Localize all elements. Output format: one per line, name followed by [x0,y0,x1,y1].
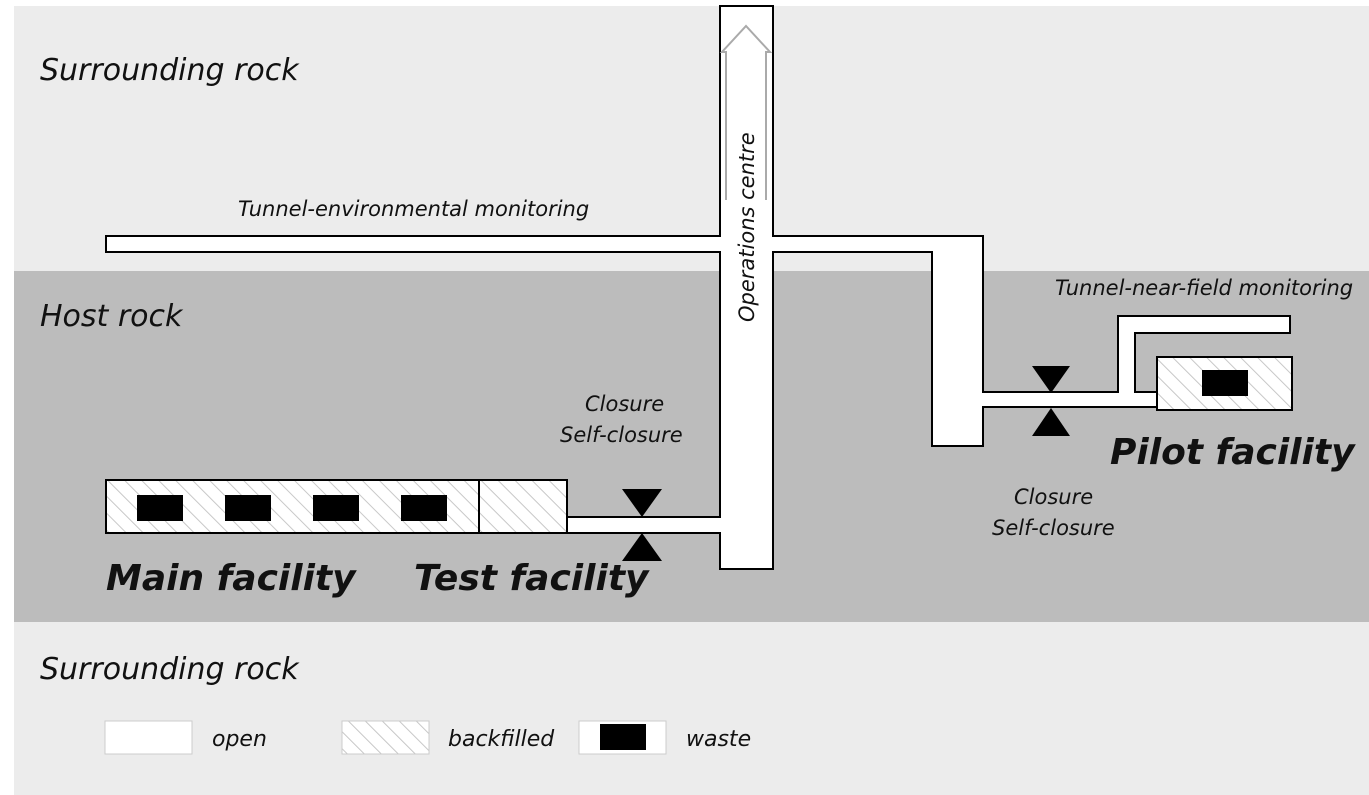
closure-symbol-right [1032,366,1070,436]
closure-right-line1: Closure [1014,485,1093,509]
closure-left-line1: Closure [585,392,664,416]
operations-centre-label: Operations centre [735,132,759,322]
closure-right-line2: Self-closure [992,516,1115,540]
up-arrow-icon [719,24,773,200]
waste-canister [1202,370,1248,396]
legend-backfilled-label: backfilled [448,727,555,752]
host-rock-label: Host rock [40,299,184,334]
surrounding-rock-bottom-region [14,622,1369,795]
test-facility-drift [478,479,568,534]
pilot-facility-label: Pilot facility [1110,432,1356,473]
environmental-monitoring-label: Tunnel-environmental monitoring [238,197,589,221]
surrounding-rock-bottom-label: Surrounding rock [40,652,300,687]
waste-canister [225,495,271,521]
waste-canister [137,495,183,521]
environmental-monitoring-tunnel [105,235,721,253]
legend-open-label: open [212,727,267,752]
junction-fill [719,237,774,251]
test-facility-label: Test facility [414,558,650,599]
legend-waste-block [600,724,646,750]
near-field-monitoring-label: Tunnel-near-field monitoring [1055,276,1353,300]
legend: open backfilled waste [104,720,751,755]
legend-waste-label: waste [686,727,751,752]
legend-open-swatch [104,720,193,755]
closure-symbol-left [622,489,662,561]
waste-canister [313,495,359,521]
surrounding-rock-top-region [14,6,1369,271]
closure-left-line2: Self-closure [560,423,683,447]
waste-canister [401,495,447,521]
legend-backfilled-swatch [341,720,430,755]
main-facility-label: Main facility [106,558,357,599]
surrounding-rock-top-label: Surrounding rock [40,53,300,88]
